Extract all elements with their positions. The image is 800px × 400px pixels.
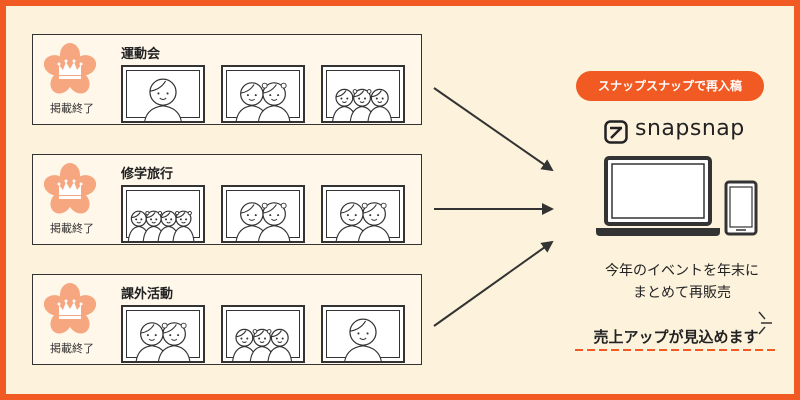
photo-thumbnail (221, 305, 305, 363)
arrow-icon (433, 240, 554, 327)
event-status: 掲載終了 (50, 342, 94, 355)
tagline-underline (575, 349, 777, 351)
photo-illustration (335, 202, 391, 241)
photo-thumbnail (221, 185, 305, 243)
person-face (157, 210, 180, 241)
sparkle-icon (758, 311, 772, 335)
photo-illustration (235, 202, 291, 241)
person-face (267, 328, 293, 361)
smartphone-icon (724, 180, 758, 236)
devices-illustration (596, 156, 758, 236)
photo-illustration (135, 322, 191, 361)
event-status: 掲載終了 (50, 102, 94, 115)
flow-arrows (433, 87, 554, 327)
photo-illustration (344, 318, 382, 361)
snapsnap-logo-icon (604, 120, 628, 144)
person-face (332, 88, 357, 121)
photo-illustration (332, 88, 393, 121)
repost-label: スナップスナップで再入稿 (576, 71, 764, 101)
brand-name: snapsnap (635, 116, 745, 141)
photo-thumbnail (321, 185, 405, 243)
photo-illustration (232, 328, 293, 361)
person-face (144, 78, 182, 121)
person-face (257, 202, 291, 241)
photo-illustration (235, 82, 291, 121)
person-face (335, 202, 369, 241)
person-face (232, 328, 257, 361)
person-face (172, 210, 195, 241)
photo-illustration (144, 78, 182, 121)
caption-line: まとめて再販売 (633, 285, 731, 301)
photo-thumbnail (321, 305, 405, 363)
resale-caption: 今年のイベントを年末に まとめて再販売 (564, 260, 800, 304)
event-title: 課外活動 (121, 287, 174, 302)
person-face (357, 202, 391, 241)
event-title: 修学旅行 (121, 167, 174, 182)
event-card-school-trip: 掲載終了 修学旅行 (32, 154, 422, 245)
sakura-crown-badge-icon (43, 163, 97, 214)
sales-tagline: 売上アップが見込めます (593, 328, 759, 346)
event-card-sports-day: 掲載終了 運動会 (32, 34, 422, 125)
photo-thumbnail (321, 65, 405, 123)
person-face (344, 318, 382, 361)
event-title: 運動会 (121, 47, 161, 62)
photo-thumbnail (221, 65, 305, 123)
event-card-extracurricular: 掲載終了 課外活動 (32, 274, 422, 365)
laptop-icon (596, 156, 720, 236)
photo-thumbnail (121, 305, 205, 363)
sakura-crown-badge-icon (43, 43, 97, 94)
person-face (367, 88, 393, 121)
arrow-icon (433, 87, 554, 172)
photo-thumbnail (121, 65, 205, 123)
caption-line: 今年のイベントを年末に (605, 263, 759, 279)
photo-thumbnail (121, 185, 205, 243)
person-face (157, 322, 191, 361)
photo-illustration (127, 210, 195, 241)
event-status: 掲載終了 (50, 222, 94, 235)
person-face (257, 82, 291, 121)
sakura-crown-badge-icon (43, 283, 97, 334)
